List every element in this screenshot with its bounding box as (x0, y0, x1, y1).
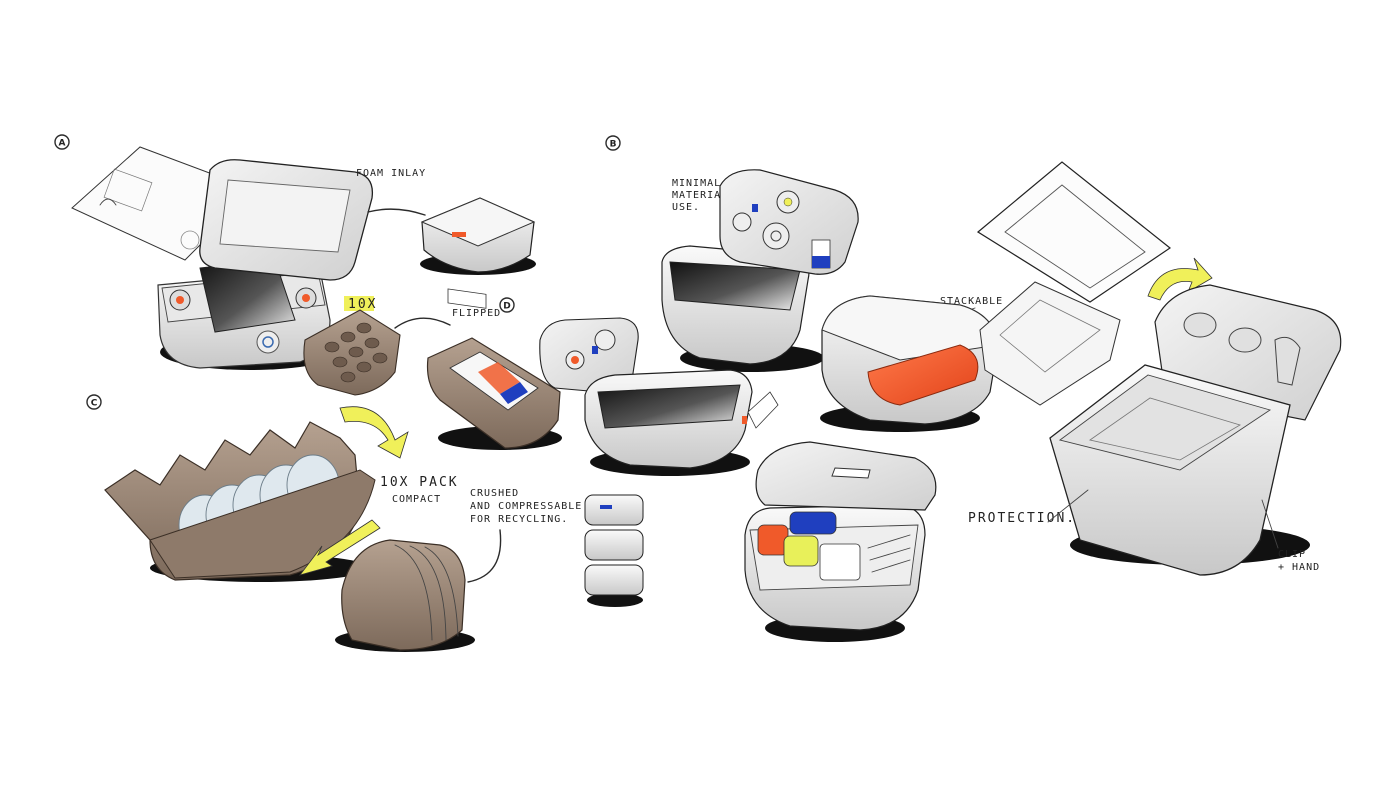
leader-clip (1261, 499, 1279, 549)
label-crushed-1: CRUSHED (470, 488, 519, 499)
yellow-arrow-c (298, 519, 381, 576)
yellow-arrow-a (339, 406, 409, 459)
arrow-crushed (467, 529, 502, 583)
stackable-case (820, 295, 999, 432)
label-foam-inlay: FOAM INLAY (356, 168, 426, 179)
yellow-arrow-b (1147, 257, 1213, 301)
label-clip-2: + HAND (1278, 562, 1320, 573)
section-b-marker: B (605, 135, 621, 151)
arrow-flipped (394, 317, 451, 329)
arrow-to-closed-case (367, 208, 426, 216)
pulp-tray (303, 309, 401, 396)
section-c-marker: C (86, 394, 102, 410)
stacked-mini-boxes (584, 494, 644, 607)
highlight-10x (344, 296, 374, 311)
section-d-letter: D (503, 302, 510, 312)
protection-box-open (1049, 284, 1342, 576)
label-minimal-2: MATERIAL (672, 190, 728, 201)
label-minimal-3: USE. (672, 202, 700, 213)
case-b-open (661, 169, 859, 372)
label-stackable: STACKABLE (940, 296, 1003, 307)
protection-inner-liner (979, 281, 1121, 406)
label-minimal-1: MINIMAL (672, 178, 721, 189)
pulp-pack-10x (104, 421, 376, 582)
section-d-marker: D (499, 297, 515, 313)
protection-box-lid (976, 161, 1172, 303)
label-crushed-3: FOR RECYCLING. (470, 514, 568, 525)
section-a-letter: A (59, 139, 66, 149)
section-c-letter: C (91, 399, 98, 409)
case-a-open-kit (157, 159, 374, 370)
label-clip-1: CLIP (1278, 549, 1306, 560)
label-10x-pack: 10X PACK (380, 475, 459, 490)
label-crushed-2: AND COMPRESSABLE (470, 501, 582, 512)
open-tray-case-colored (744, 441, 937, 642)
label-flipped: FLIPPED (452, 308, 501, 319)
label-compact: COMPACT (392, 494, 441, 505)
flipped-tray-d (426, 337, 562, 450)
section-b-letter: B (610, 140, 617, 150)
leader-protection (1047, 489, 1089, 523)
label-protection: PROTECTION. (968, 511, 1076, 526)
case-a-closed (420, 197, 536, 309)
section-a-marker: A (54, 134, 70, 150)
label-10x: 10X (348, 297, 377, 312)
crushed-pulp-pack (335, 539, 475, 652)
case-b-lower (539, 317, 779, 476)
